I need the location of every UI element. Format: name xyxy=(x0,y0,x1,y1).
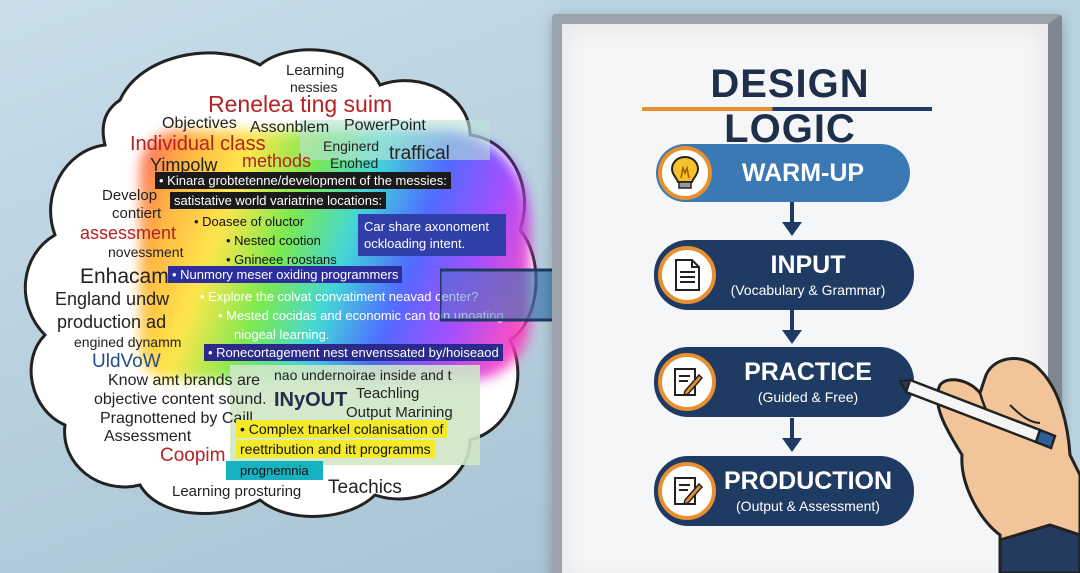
cloud-word: assessment xyxy=(80,223,177,243)
stage-label: INPUT xyxy=(770,251,846,280)
hand-with-marker-icon xyxy=(898,357,1080,573)
highlight-line: • Ronecortagement nest envenssated by/ho… xyxy=(204,344,503,361)
stage-label: WARM-UP xyxy=(741,158,865,187)
cloud-word: nessies xyxy=(290,79,338,95)
cloud-word: Learning xyxy=(286,62,345,79)
cloud-word: traffical xyxy=(389,143,450,164)
highlight-line: • Nested cootion xyxy=(226,233,321,248)
highlight-patches xyxy=(230,120,490,465)
cloud-word: Objectives xyxy=(162,115,237,132)
cloud-word: PowerPoint xyxy=(344,117,426,134)
stage-practice: PRACTICE (Guided & Free) xyxy=(654,347,914,417)
board-title: DESIGN LOGIC xyxy=(710,62,870,151)
highlight-line: reettribution and itt programms xyxy=(236,440,435,458)
cloud-word: Know amt brands are xyxy=(108,372,261,389)
cloud-word: Develop xyxy=(102,187,158,204)
highlight-line: • Doasee of oluctor xyxy=(194,214,305,229)
stage-sub: (Guided & Free) xyxy=(757,388,859,405)
cloud-word: England undw xyxy=(55,289,170,309)
highlight-line: • Complex tnarkel colanisation of xyxy=(236,420,448,438)
stage-sub: (Vocabulary & Grammar) xyxy=(730,281,886,298)
cloud-word: methods xyxy=(242,151,312,171)
cloud-word: Enohed xyxy=(330,155,379,171)
pencil-notepad-icon xyxy=(658,353,716,411)
cloud-word: Enginerd xyxy=(323,138,380,154)
down-arrow-icon xyxy=(782,418,802,452)
cloud-word: contiert xyxy=(112,205,162,222)
cloud-word: Pragnottened by Caill xyxy=(100,410,253,427)
stage-label: PRACTICE xyxy=(744,358,872,387)
highlight-line: niogeal learning. xyxy=(234,327,330,342)
title-underline xyxy=(642,107,932,111)
highlight-line: • Gnineee roostans xyxy=(226,252,337,267)
cloud-word: production ad xyxy=(57,312,167,332)
cloud-word: Assessment xyxy=(104,428,192,445)
highlight-line: prognemnia xyxy=(226,461,323,480)
stage-label: PRODUCTION xyxy=(723,467,893,496)
highlight-line: • Mested cocidas and economic can toin u… xyxy=(218,308,504,323)
cloud-word: Yimpolw xyxy=(150,155,218,175)
cloud-word: nao undernoirae inside and t xyxy=(274,367,452,383)
stage-warm-up: WARM-UP xyxy=(656,144,910,202)
highlight-line: satistative world variatrine locations: xyxy=(170,192,387,209)
stage-production: PRODUCTION (Output & Assessment) xyxy=(654,456,914,526)
cloud-word: Learning prosturing xyxy=(172,483,302,500)
cloud-word: Assonblem xyxy=(250,119,330,136)
down-arrow-icon xyxy=(782,310,802,344)
cloud-word: UldVoW xyxy=(92,351,161,372)
cloud-word: objective content sound. xyxy=(94,391,267,408)
cloud-word: Enhacam xyxy=(80,265,169,288)
pencil-notepad-icon xyxy=(658,462,716,520)
highlight-line: • Explore the colvat convatiment neavad … xyxy=(200,289,479,304)
cloud-word: Teachling xyxy=(356,385,420,402)
highlight-box: Car share axonoment ockloading intent. xyxy=(358,214,506,256)
cloud-word: INyOUT xyxy=(274,389,348,411)
cloud-word: Teachics xyxy=(328,477,402,498)
cloud-word: Individual class xyxy=(130,133,266,155)
cloud-word: engined dynamm xyxy=(74,334,182,350)
cloud-word: Coopim xyxy=(160,445,226,466)
cloud-word: novessment xyxy=(108,244,184,260)
cloud-word: Renelea ting suim xyxy=(208,91,393,117)
cloud-word: Output Marining xyxy=(346,404,453,421)
highlight-line: • Kinara grobtetenne/development of the … xyxy=(155,172,451,189)
document-icon xyxy=(658,246,716,304)
down-arrow-icon xyxy=(782,202,802,236)
lightbulb-icon xyxy=(658,146,712,200)
stage-input: INPUT (Vocabulary & Grammar) xyxy=(654,240,914,310)
highlight-line: • Nunmory meser oxiding programmers xyxy=(168,266,403,283)
stage-sub: (Output & Assessment) xyxy=(736,497,880,514)
